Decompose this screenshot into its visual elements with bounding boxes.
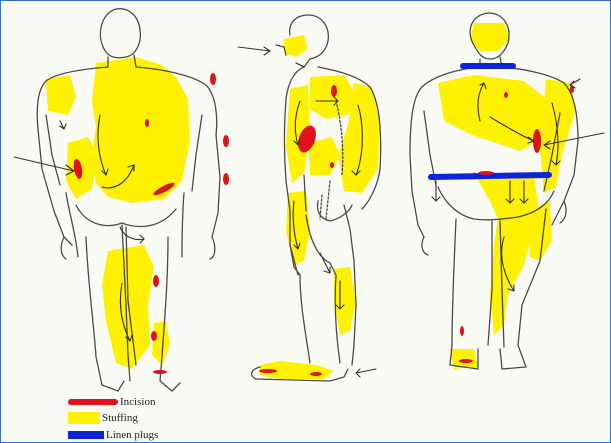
body-figures-illustration (4, 5, 608, 441)
neck-linen-plug (460, 63, 516, 69)
legend-label-incision: Incision (120, 396, 155, 408)
back-view-figure (14, 9, 229, 391)
legend-item-incision: Incision (68, 395, 155, 409)
front-stuffing-areas (438, 23, 576, 369)
back-stuffing-areas (46, 57, 190, 369)
legend-label-stuffing: Stuffing (102, 412, 138, 424)
front-view-figure (410, 13, 604, 369)
side-view-figure (238, 15, 381, 381)
incision-swatch (68, 399, 118, 405)
stuffing-swatch (68, 412, 100, 424)
linen-plugs-swatch (68, 431, 104, 439)
legend-item-linen-plugs: Linen plugs (68, 428, 158, 442)
side-stuffing-areas (260, 35, 380, 379)
side-view-outline (252, 15, 381, 381)
illustration-sheet: Incision Stuffing Linen plugs (4, 5, 608, 441)
legend-item-stuffing: Stuffing (68, 411, 138, 425)
legend-label-linen-plugs: Linen plugs (106, 429, 158, 441)
